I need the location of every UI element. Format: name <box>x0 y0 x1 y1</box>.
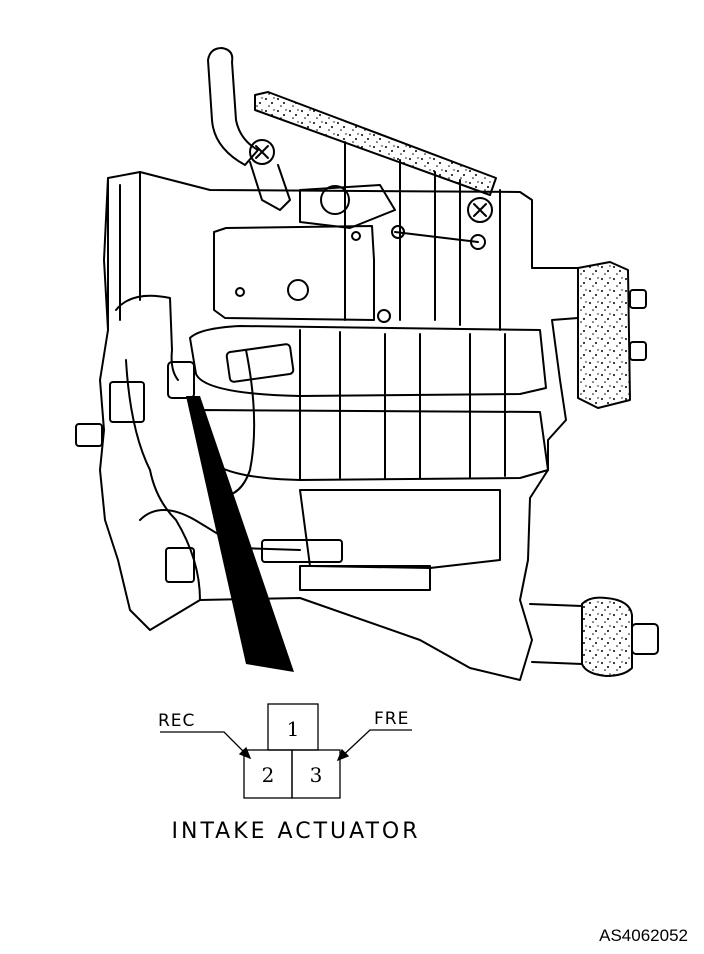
callout-rec: REC <box>158 711 195 731</box>
link-rod-lower <box>394 231 479 243</box>
left-connector-small <box>75 423 103 447</box>
lower-blower-case <box>299 489 501 569</box>
figure-id: AS4062052 <box>599 926 688 945</box>
left-panel <box>107 171 141 331</box>
pin-3-label: 3 <box>310 763 323 787</box>
intake-actuator-connector-body <box>167 361 195 399</box>
pin-1-label: 1 <box>287 717 300 741</box>
lever-pivot-center <box>320 185 350 215</box>
lever-arm-center <box>299 184 396 229</box>
link-joint-left <box>391 225 405 239</box>
actuator-plate <box>213 225 375 321</box>
connector-caption: INTAKE ACTUATOR <box>172 819 421 844</box>
pin-3-box <box>291 749 341 799</box>
right-nub-2 <box>629 341 647 361</box>
duct-band-lower <box>199 409 549 481</box>
bottom-outlet-duct <box>529 603 583 665</box>
right-filter-block <box>577 261 631 409</box>
fre-leader-line <box>337 729 412 761</box>
rec-leader-line <box>160 731 251 759</box>
lower-left-connector <box>165 547 195 583</box>
pin-2-label: 2 <box>262 763 275 787</box>
callout-fre: FRE <box>374 709 409 729</box>
link-rod <box>254 91 497 196</box>
heater-unit-drawing <box>75 47 659 681</box>
lever-pivot-right <box>467 197 493 223</box>
right-nub-1 <box>629 289 647 309</box>
lever-arm-left <box>249 161 291 211</box>
main-housing <box>99 171 579 681</box>
housing-ribs <box>344 141 501 331</box>
plate-screw <box>377 309 391 323</box>
lower-clip <box>299 565 431 591</box>
bottom-filter-block <box>581 596 633 677</box>
duct-band-ribs <box>299 329 506 481</box>
bottom-nub <box>631 623 659 655</box>
top-duct-pipe <box>207 47 259 166</box>
lever-pivot-left <box>249 139 275 165</box>
connector-diagram <box>160 703 412 799</box>
lower-harness-connector <box>261 539 343 563</box>
plate-hole-1 <box>287 279 309 301</box>
fre-arrowhead <box>336 748 350 762</box>
callout-leader-wedge <box>186 396 294 672</box>
harness-clip <box>225 343 295 383</box>
left-connector-block <box>109 381 145 423</box>
plate-hole-2 <box>235 287 245 297</box>
plate-hole-3 <box>351 231 361 241</box>
duct-band-upper <box>189 325 547 397</box>
rec-arrowhead <box>238 746 252 760</box>
wire-harness-1 <box>115 294 179 381</box>
